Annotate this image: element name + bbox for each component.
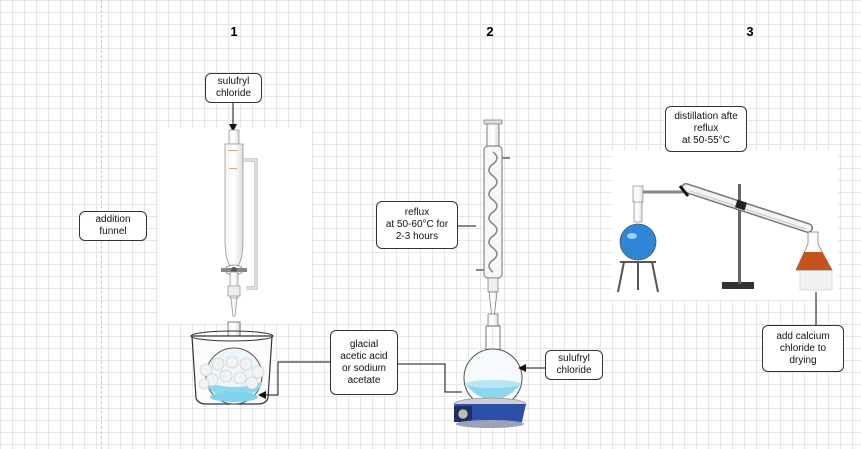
connector-to-flask-2 [398,363,462,393]
label-addition-funnel: addition funnel [79,211,147,241]
distillation-setup [617,183,833,293]
step-number-3: 3 [746,24,754,39]
label-glacial-acetic-acid: glacial acetic acid or sodium acetate [330,330,398,395]
label-sulfuryl-chloride-top: sulufryl chloride [205,73,262,103]
reflux-flask-on-hotplate [453,325,527,428]
addition-funnel-glassware [221,129,258,317]
reflux-condenser [476,119,510,327]
step-number-2: 2 [486,24,494,39]
label-reflux: reflux at 50-60°C for 2-3 hours [376,201,458,249]
label-sulfuryl-chloride-right: sulufryl chloride [545,350,603,380]
ice-bath-beaker [190,321,274,405]
step-number-1: 1 [230,24,238,39]
label-distillation: distillation afte reflux at 50-55°C [665,106,747,152]
arrow-to-flask-1 [258,361,330,399]
label-calcium-chloride: add calcium chloride to drying [762,325,844,372]
